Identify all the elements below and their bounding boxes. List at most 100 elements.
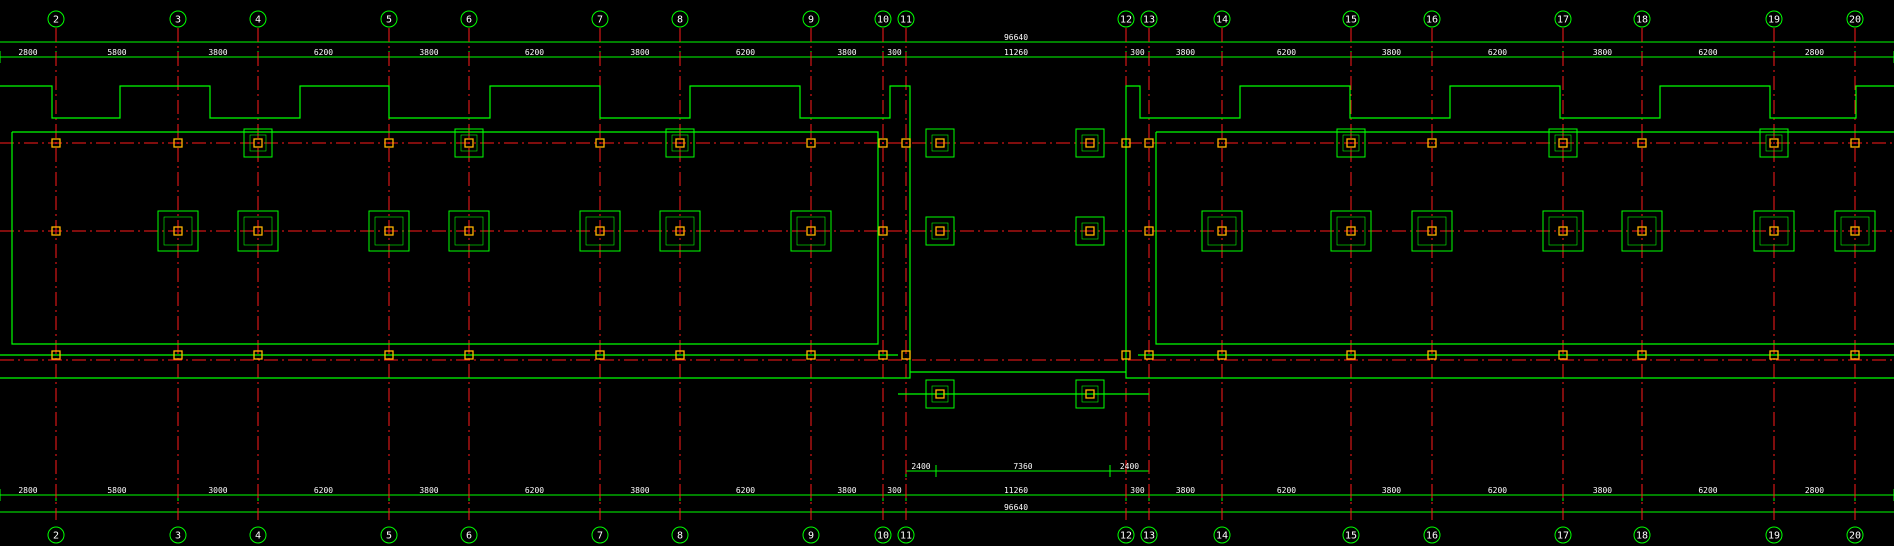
bottom-axis-bubble-label: 18 — [1636, 531, 1648, 542]
column — [1121, 350, 1131, 360]
bottom-dimension-value: 5800 — [107, 486, 126, 495]
bottom-axis-bubble — [1342, 526, 1360, 544]
top-axis-bubble — [1423, 10, 1441, 28]
bottom-axis-bubble-label: 9 — [808, 531, 814, 542]
footing-mid — [579, 210, 621, 252]
footing-top — [1336, 128, 1366, 158]
column — [1769, 350, 1779, 360]
footing-mid — [237, 210, 279, 252]
column — [51, 226, 61, 236]
footing-center — [925, 379, 955, 409]
column — [806, 138, 816, 148]
column — [806, 350, 816, 360]
footing-mid-inner — [374, 216, 404, 246]
footing-top-inner — [1765, 134, 1783, 152]
footing-mid-inner — [1336, 216, 1366, 246]
bottom-axis-bubble — [1140, 526, 1158, 544]
footing-mid-inner — [1548, 216, 1578, 246]
column — [51, 350, 61, 360]
footing-mid — [659, 210, 701, 252]
bottom-axis-bubble-label: 2 — [53, 531, 59, 542]
center-dimension-value: 7360 — [1013, 462, 1032, 471]
footing-center-inner — [931, 134, 949, 152]
bottom-axis-bubble-label: 20 — [1849, 531, 1861, 542]
bottom-dimension-value: 3000 — [208, 486, 227, 495]
column — [464, 350, 474, 360]
top-dimension-value: 11260 — [1004, 48, 1028, 57]
column — [878, 226, 888, 236]
top-dimension-value: 2800 — [1805, 48, 1824, 57]
top-axis-bubble-label: 13 — [1143, 15, 1155, 26]
bottom-dimension-value: 3800 — [837, 486, 856, 495]
top-axis-bubble — [380, 10, 398, 28]
right-block-inner — [1155, 132, 1894, 345]
footing-center — [1075, 379, 1105, 409]
center-dimension-value: 2400 — [911, 462, 930, 471]
bottom-axis-bubble-label: 5 — [386, 531, 392, 542]
top-axis-bubble-label: 6 — [466, 15, 472, 26]
footing-top-inner — [1554, 134, 1572, 152]
column — [253, 226, 263, 236]
top-axis-bubble — [591, 10, 609, 28]
top-axis-bubble-label: 2 — [53, 15, 59, 26]
footing-top-inner — [1342, 134, 1360, 152]
bottom-axis-bubble-label: 8 — [677, 531, 683, 542]
foundation-walls — [0, 85, 1894, 395]
footing-center-inner — [1081, 385, 1099, 403]
top-dimension-value: 6200 — [314, 48, 333, 57]
footing-top — [665, 128, 695, 158]
bottom-dimension-value: 2800 — [1805, 486, 1824, 495]
column — [384, 350, 394, 360]
footing-mid-inner — [665, 216, 695, 246]
top-dimension-value: 300 — [887, 48, 902, 57]
bottom-dimension-value: 6200 — [1488, 486, 1507, 495]
top-axis-bubble-label: 14 — [1216, 15, 1228, 26]
column — [1121, 138, 1131, 148]
footing-mid-inner — [1759, 216, 1789, 246]
footing-top — [243, 128, 273, 158]
footing-center-inner — [931, 222, 949, 240]
top-dimension-value: 300 — [1130, 48, 1145, 57]
bottom-axis-bubble-label: 12 — [1120, 531, 1132, 542]
top-dimension-value: 5800 — [107, 48, 126, 57]
dimension-lines — [0, 41, 1894, 513]
bottom-axis-bubble-label: 13 — [1143, 531, 1155, 542]
top-axis-bubble — [1846, 10, 1864, 28]
footing-mid-inner — [1417, 216, 1447, 246]
footing-mid — [448, 210, 490, 252]
column — [51, 138, 61, 148]
bottom-axis-bubble — [897, 526, 915, 544]
column — [1085, 138, 1095, 148]
top-dimension-value: 6200 — [1488, 48, 1507, 57]
bottom-axis-bubble-label: 19 — [1768, 531, 1780, 542]
column — [1144, 226, 1154, 236]
top-axis-bubble-label: 18 — [1636, 15, 1648, 26]
column — [1850, 226, 1860, 236]
column — [1769, 138, 1779, 148]
column — [878, 350, 888, 360]
top-axis-bubble — [874, 10, 892, 28]
top-axis-bubble — [802, 10, 820, 28]
footing-mid — [1542, 210, 1584, 252]
bottom-dimension-value: 3800 — [1176, 486, 1195, 495]
footing-mid-inner — [1840, 216, 1870, 246]
bottom-dimension-value: 3800 — [630, 486, 649, 495]
column — [1346, 350, 1356, 360]
footing-mid-inner — [796, 216, 826, 246]
top-axis-bubble-label: 7 — [597, 15, 603, 26]
column — [1427, 226, 1437, 236]
bottom-axis-bubble — [169, 526, 187, 544]
top-axis-bubble — [671, 10, 689, 28]
bottom-axis-bubble — [1117, 526, 1135, 544]
left-block-outer — [0, 85, 911, 379]
top-total-dimension: 96640 — [1004, 33, 1028, 42]
bottom-axis-bubble — [1765, 526, 1783, 544]
top-axis-bubble-label: 17 — [1557, 15, 1569, 26]
column — [173, 350, 183, 360]
bottom-axis-bubble — [802, 526, 820, 544]
top-dimension-value: 6200 — [525, 48, 544, 57]
bottom-total-dimension: 96640 — [1004, 503, 1028, 512]
column — [935, 226, 945, 236]
